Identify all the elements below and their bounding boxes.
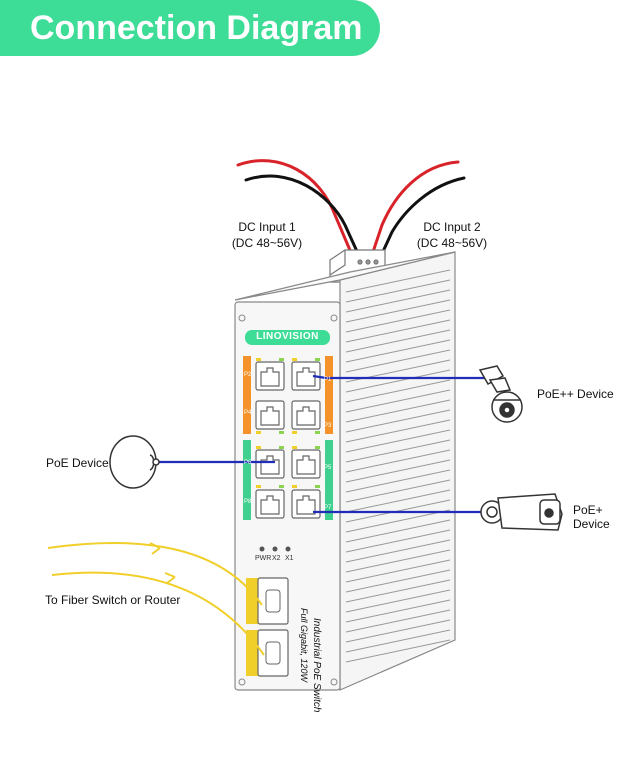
power-wires (236, 159, 466, 260)
led-label-x1: X1 (285, 555, 294, 562)
switch-heatsink (234, 251, 456, 691)
port-label-p4: P4 (244, 410, 252, 416)
product-spec: Full Gigabit, 120W (299, 608, 309, 683)
dc-input-2-range: (DC 48~56V) (416, 236, 488, 250)
dome-device-icon (109, 435, 160, 489)
bullet-camera-icon (480, 493, 563, 531)
poe-device-label: PoE Device (46, 456, 109, 470)
dc-input-1-title: DC Input 1 (238, 220, 296, 234)
port-label-p2: P2 (244, 372, 252, 378)
poe-plus-plus-device-label: PoE++ Device (537, 387, 614, 401)
page-title: Connection Diagram (30, 8, 363, 47)
port-label-p3: P3 (324, 423, 332, 429)
led-label-pwr: PWR (255, 555, 272, 562)
sfp-ports (246, 577, 289, 677)
led-label-x2: X2 (272, 555, 281, 562)
dc-input-1-label: DC Input 1 (DC 48~56V) (222, 219, 312, 251)
fiber-destination-label: To Fiber Switch or Router (45, 593, 181, 607)
port-label-p6: P6 (244, 460, 252, 466)
port-label-p5: P5 (324, 465, 332, 471)
status-leds (259, 546, 291, 552)
port-label-p7: P7 (324, 505, 332, 511)
port-leds (256, 358, 320, 488)
dc-input-1-range: (DC 48~56V) (231, 236, 303, 250)
rj45-ports (255, 361, 321, 519)
fiber-cables (47, 541, 265, 656)
connection-diagram (47, 159, 563, 691)
product-name: Industrial PoE Switch (311, 618, 322, 713)
dc-input-2-title: DC Input 2 (423, 220, 481, 234)
port-label-p1: P1 (324, 377, 332, 383)
port-label-p8: P8 (244, 499, 252, 505)
dc-input-2-label: DC Input 2 (DC 48~56V) (407, 219, 497, 251)
ethernet-cables (155, 374, 498, 514)
poe-plus-device-label: PoE+ Device (573, 503, 610, 531)
ptz-camera-icon (478, 365, 523, 423)
title-banner: Connection Diagram (0, 0, 380, 56)
brand-logo: LINOVISION (256, 331, 319, 342)
